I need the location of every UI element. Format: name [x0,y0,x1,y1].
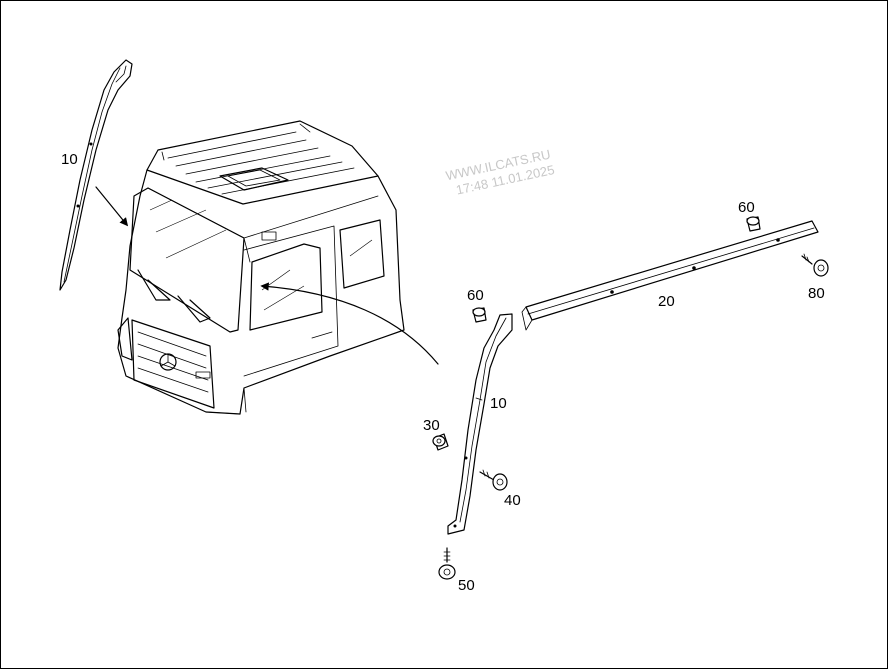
callout-screw-mid[interactable]: 40 [504,492,521,509]
nut-part[interactable] [432,433,449,451]
screw-bottom-part[interactable] [438,547,456,580]
screw-mid-part[interactable] [479,469,508,491]
callout-nut[interactable]: 30 [423,417,440,434]
clip-right-part[interactable] [746,216,761,232]
clip-left-part[interactable] [472,307,487,323]
callout-rail[interactable]: 20 [658,293,675,310]
callout-left-pillar[interactable]: 10 [61,151,78,168]
callout-clip-left[interactable]: 60 [467,287,484,304]
callout-pillar-trim[interactable]: 10 [490,395,507,412]
callout-screw-bottom[interactable]: 50 [458,577,475,594]
watermark: WWW.ILCATS.RU 17:48 11.01.2025 [444,146,555,197]
callout-screw-right[interactable]: 80 [808,285,825,302]
screw-right-part[interactable] [801,253,829,277]
callout-clip-right[interactable]: 60 [738,199,755,216]
left-pillar-arrow [95,186,129,227]
pillar-trim-part[interactable] [447,313,513,535]
truck-cab-illustration [117,120,405,415]
pillar-trim-arrow [260,282,439,365]
rail-strip-part[interactable] [521,220,819,331]
left-pillar-trim-part[interactable] [59,59,133,291]
